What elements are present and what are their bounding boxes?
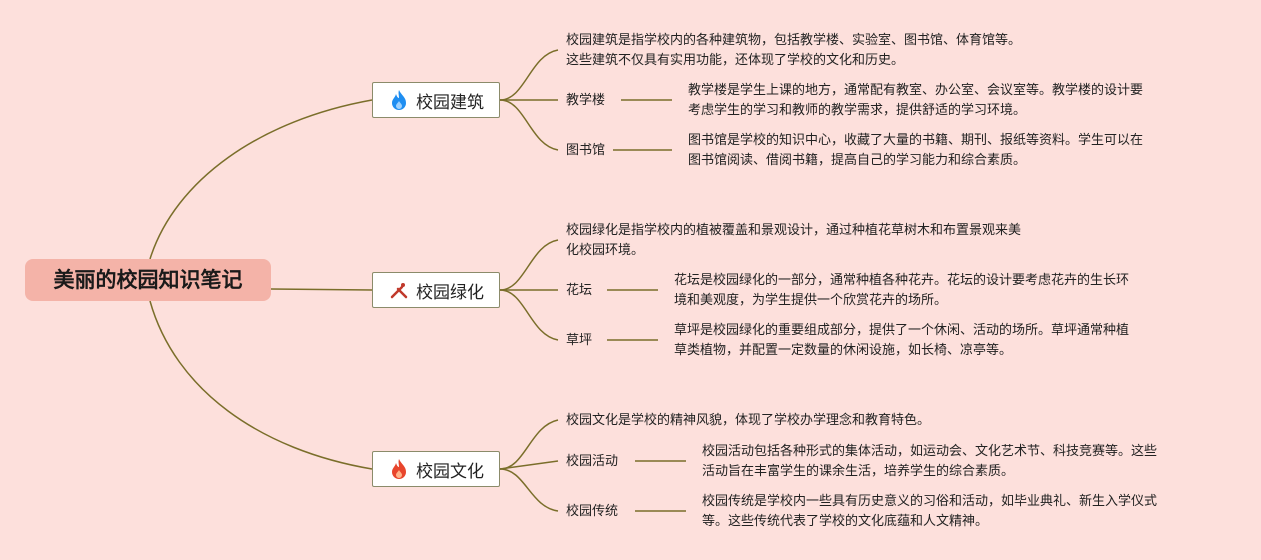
text-line: 境和美观度，为学生提供一个欣赏花卉的场所。 — [674, 293, 948, 308]
text-line: 草坪是校园绿化的重要组成部分，提供了一个休闲、活动的场所。草坪通常种植 — [674, 323, 1130, 338]
text-line: 校园传统是学校内一些具有历史意义的习俗和活动，如毕业典礼、新生入学仪式 — [702, 494, 1158, 509]
lawn-detail: 草坪是校园绿化的重要组成部分，提供了一个休闲、活动的场所。草坪通常种植 草类植物… — [674, 321, 1129, 361]
text-line: 校园活动包括各种形式的集体活动，如运动会、文化艺术节、科技竞赛等。这些 — [702, 444, 1158, 459]
root-topic[interactable]: 美丽的校园知识笔记 — [25, 259, 271, 301]
text-line: 化校园环境。 — [566, 243, 645, 258]
branch-greening[interactable]: 校园绿化 — [372, 272, 500, 308]
culture-summary: 校园文化是学校的精神风貌，体现了学校办学理念和教育特色。 — [566, 411, 930, 431]
subtopic-traditions[interactable]: 校园传统 — [566, 504, 619, 519]
text-line: 考虑学生的学习和教师的教学需求，提供舒适的学习环境。 — [688, 103, 1027, 118]
flame-blue-icon — [388, 89, 410, 111]
text-line: 校园文化是学校的精神风貌，体现了学校办学理念和教育特色。 — [566, 413, 931, 428]
text-line: 校园绿化是指学校内的植被覆盖和景观设计，通过种植花草树木和布置景观来美 — [566, 223, 1022, 238]
link-architecture-library — [499, 99, 559, 151]
branch-culture[interactable]: 校园文化 — [372, 451, 500, 487]
text-line: 图书馆是学校的知识中心，收藏了大量的书籍、期刊、报纸等资料。学生可以在 — [688, 133, 1144, 148]
text-line: 图书馆阅读、借阅书籍，提高自己的学习能力和综合素质。 — [688, 153, 1027, 168]
text-line: 花坛是校园绿化的一部分，通常种植各种花卉。花坛的设计要考虑花卉的生长环 — [674, 273, 1130, 288]
branch-title: 校园文化 — [416, 461, 484, 482]
subtopic-flowerbed[interactable]: 花坛 — [566, 283, 593, 298]
greening-summary: 校园绿化是指学校内的植被覆盖和景观设计，通过种植花草树木和布置景观来美 化校园环… — [566, 221, 1021, 261]
text-line: 这些建筑不仅具有实用功能，还体现了学校的文化和历史。 — [566, 53, 905, 68]
branch-title: 校园绿化 — [416, 282, 484, 303]
link-culture-activities — [499, 460, 559, 470]
link-root-architecture — [149, 99, 373, 260]
branch-title: 校园建筑 — [416, 92, 484, 113]
subtopic-lawn[interactable]: 草坪 — [566, 333, 593, 348]
link-greening-summary — [499, 239, 559, 291]
flowerbed-detail: 花坛是校园绿化的一部分，通常种植各种花卉。花坛的设计要考虑花卉的生长环 境和美观… — [674, 271, 1129, 311]
subtopic-library[interactable]: 图书馆 — [566, 143, 606, 158]
text-line: 校园建筑是指学校内的各种建筑物，包括教学楼、实验室、图书馆、体育馆等。 — [566, 33, 1022, 48]
text-line: 草类植物，并配置一定数量的休闲设施，如长椅、凉亭等。 — [674, 343, 1013, 358]
subtopic-activities[interactable]: 校园活动 — [566, 454, 619, 469]
architecture-summary: 校园建筑是指学校内的各种建筑物，包括教学楼、实验室、图书馆、体育馆等。 这些建筑… — [566, 31, 1021, 71]
text-line: 等。这些传统代表了学校的文化底蕴和人文精神。 — [702, 514, 989, 529]
tools-icon — [388, 279, 410, 301]
flame-red-icon — [388, 458, 410, 480]
link-culture-traditions — [499, 468, 559, 512]
library-detail: 图书馆是学校的知识中心，收藏了大量的书籍、期刊、报纸等资料。学生可以在 图书馆阅… — [688, 131, 1143, 171]
text-line: 教学楼是学生上课的地方，通常配有教室、办公室、会议室等。教学楼的设计要 — [688, 83, 1144, 98]
traditions-detail: 校园传统是学校内一些具有历史意义的习俗和活动，如毕业典礼、新生入学仪式 等。这些… — [702, 492, 1157, 532]
link-greening-lawn — [499, 289, 559, 341]
branch-architecture[interactable]: 校园建筑 — [372, 82, 500, 118]
link-root-culture — [149, 300, 373, 470]
teaching-building-detail: 教学楼是学生上课的地方，通常配有教室、办公室、会议室等。教学楼的设计要 考虑学生… — [688, 81, 1143, 121]
text-line: 活动旨在丰富学生的课余生活，培养学生的综合素质。 — [702, 464, 1015, 479]
link-root-greening — [270, 288, 373, 291]
subtopic-teaching-building[interactable]: 教学楼 — [566, 93, 606, 108]
activities-detail: 校园活动包括各种形式的集体活动，如运动会、文化艺术节、科技竞赛等。这些 活动旨在… — [702, 442, 1157, 482]
link-architecture-summary — [499, 49, 559, 101]
